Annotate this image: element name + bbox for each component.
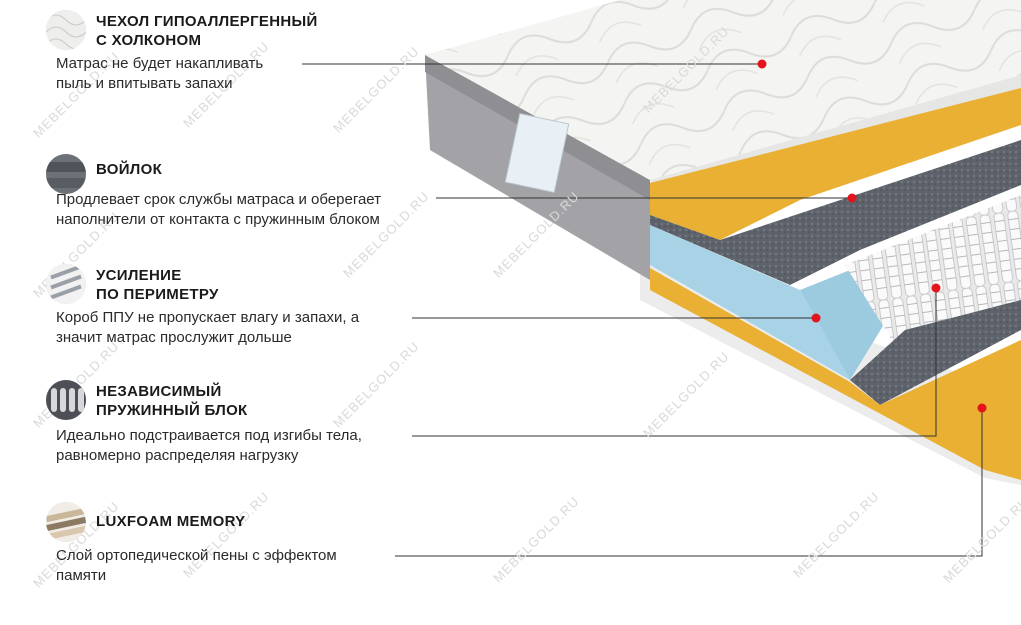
feature-description: Слой ортопедической пены с эффектом памя… bbox=[56, 547, 337, 584]
feature-title: УСИЛЕНИЕ ПО ПЕРИМЕТРУ bbox=[96, 267, 219, 303]
feature-title: НЕЗАВИСИМЫЙ ПРУЖИННЫЙ БЛОК bbox=[96, 383, 248, 419]
memory-foam-icon bbox=[46, 502, 86, 542]
feature-description: Матрас не будет накапливать пыль и впиты… bbox=[56, 55, 264, 92]
marker-dot-felt bbox=[847, 193, 857, 203]
leader-line-springs bbox=[412, 288, 937, 437]
marker-dot-cover bbox=[757, 59, 767, 69]
marker-dot-perimeter bbox=[811, 313, 821, 323]
marker-dot-springs bbox=[931, 283, 941, 293]
feature-title: LUXFOAM MEMORY bbox=[96, 513, 246, 530]
feature-title: ЧЕХОЛ ГИПОАЛЛЕРГЕННЫЙ С ХОЛКОНОМ bbox=[96, 13, 318, 49]
felt-layer-icon bbox=[46, 154, 86, 194]
feature-description: Продлевает срок службы матраса и оберега… bbox=[56, 191, 382, 228]
perimeter-foam-icon bbox=[46, 264, 86, 304]
spring-block-icon bbox=[46, 380, 86, 420]
feature-title: ВОЙЛОК bbox=[96, 161, 163, 178]
marker-dot-memory bbox=[977, 403, 987, 413]
quilted-cover-icon bbox=[46, 10, 86, 50]
feature-description: Идеально подстраивается под изгибы тела,… bbox=[56, 427, 362, 464]
feature-description: Короб ППУ не пропускает влагу и запахи, … bbox=[56, 309, 360, 346]
leader-line-memory bbox=[395, 408, 983, 557]
